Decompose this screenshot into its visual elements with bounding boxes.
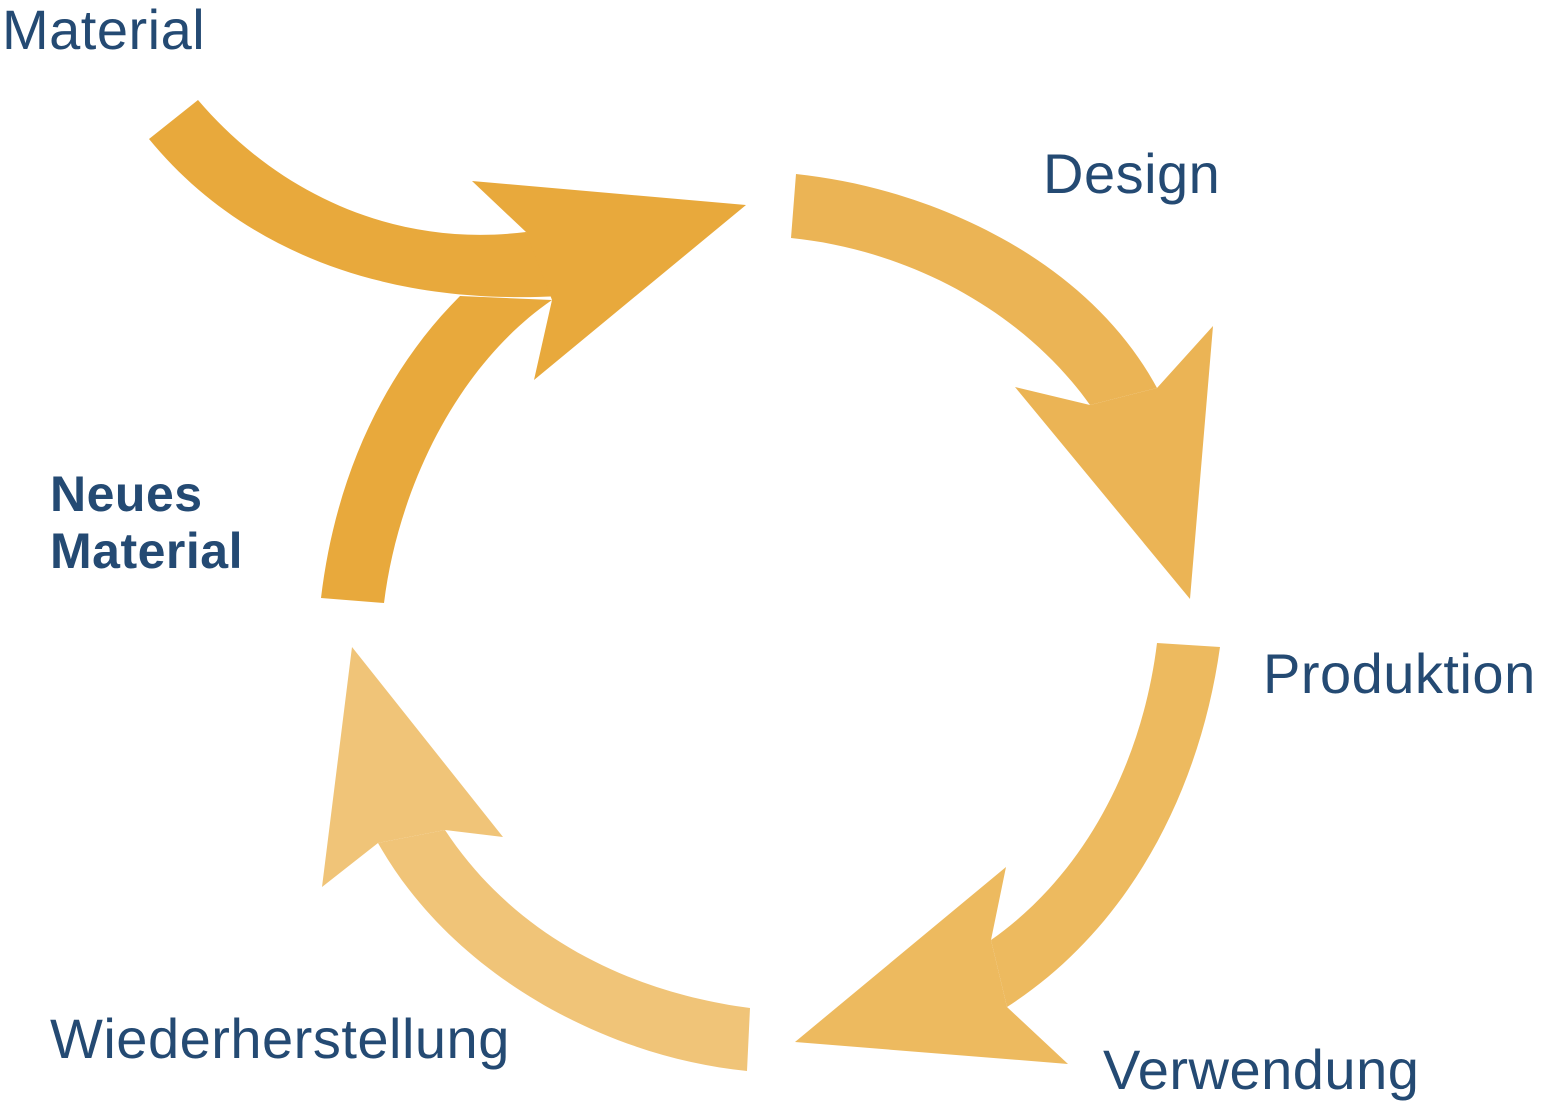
arrow-incoming-material-band <box>149 100 560 298</box>
arrow-neues-material-head <box>472 181 746 380</box>
arrow-produktion <box>795 643 1220 1064</box>
arrow-produktion-head <box>795 867 1068 1064</box>
label-produktion: Produktion <box>1263 642 1536 705</box>
arrow-wiederherstellung <box>322 647 750 1071</box>
arrow-produktion-band <box>991 643 1220 1007</box>
arrow-design <box>791 174 1213 599</box>
label-verwendung: Verwendung <box>1103 1038 1420 1101</box>
label-neues-line2: Material <box>50 523 243 579</box>
arrow-wiederherstellung-head <box>322 647 503 887</box>
arrow-design-head <box>1015 326 1213 599</box>
arrow-design-band <box>791 174 1157 405</box>
label-material: Material <box>2 0 206 61</box>
label-neues-material: Neues Material <box>50 466 243 580</box>
arrow-new-material <box>149 100 746 603</box>
arrow-neues-material-band <box>321 296 552 603</box>
label-neues-line1: Neues <box>50 466 203 522</box>
arrow-wiederherstellung-band <box>378 830 750 1071</box>
label-wiederherstellung: Wiederherstellung <box>50 1007 510 1070</box>
label-design: Design <box>1043 142 1221 205</box>
